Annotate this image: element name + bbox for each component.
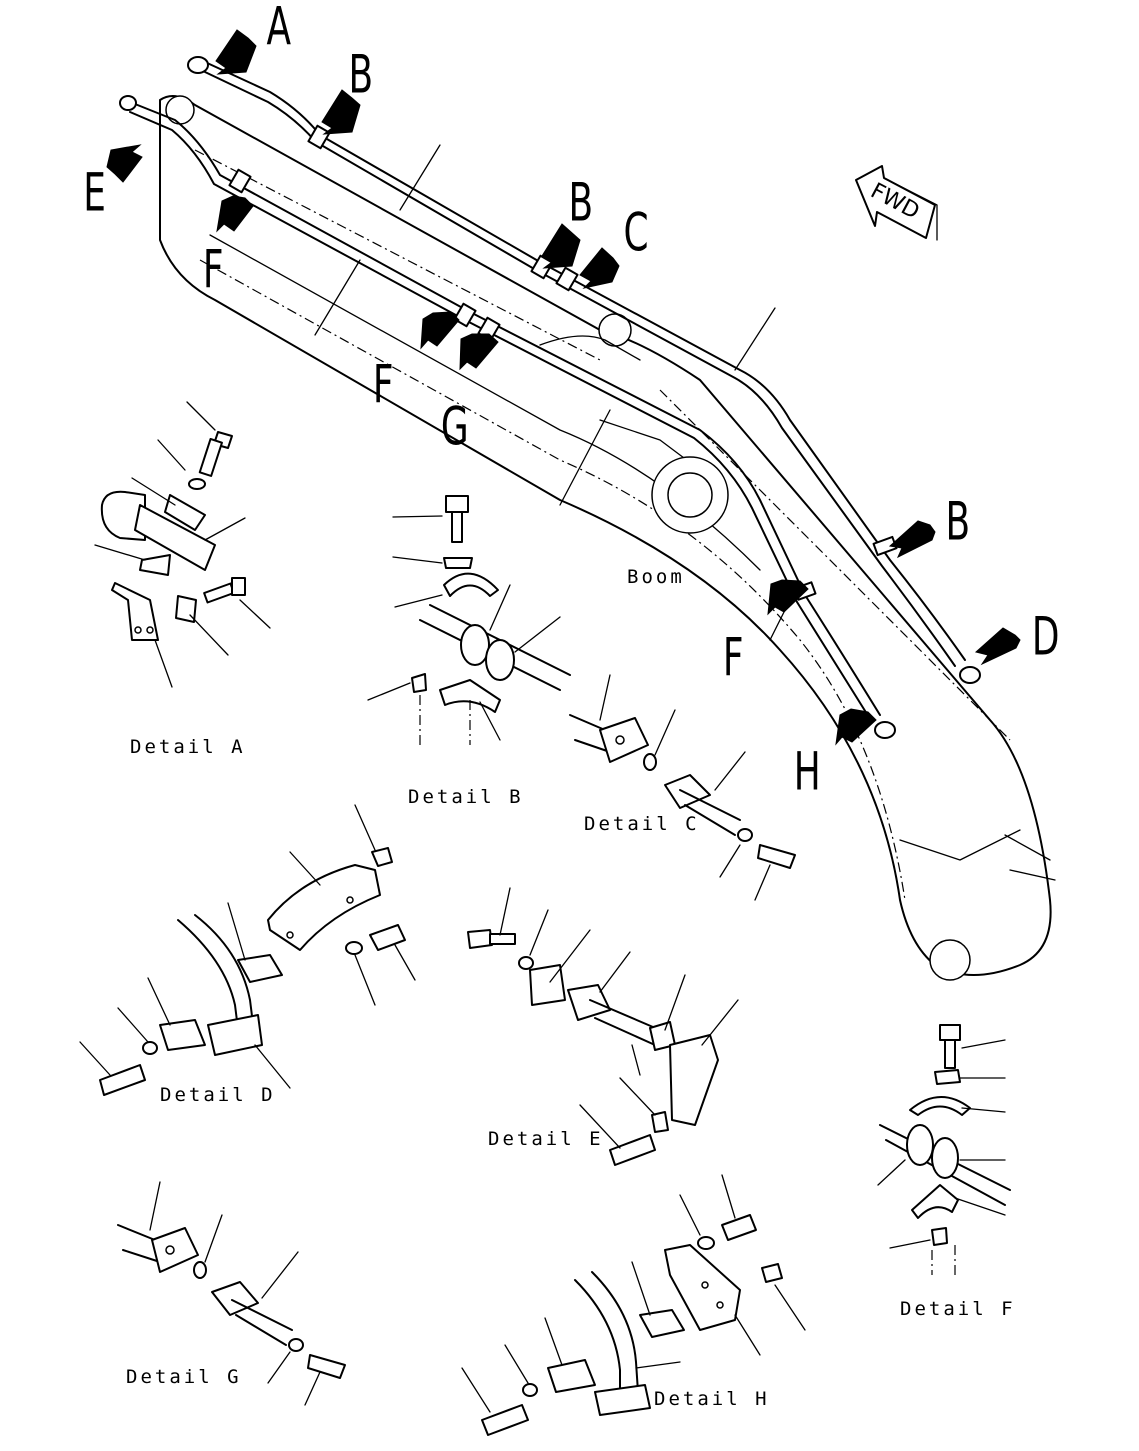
arrow-b2 xyxy=(541,223,581,269)
callout-letters: A B E F B C F G B D F H xyxy=(83,0,1059,802)
arrow-e xyxy=(106,144,143,183)
arrow-g xyxy=(459,333,499,371)
callout-d: D xyxy=(1032,605,1060,667)
arrow-c xyxy=(579,247,620,289)
callout-e: E xyxy=(83,161,106,223)
detail-b-label: Detail B xyxy=(408,786,524,808)
arrow-b1 xyxy=(321,89,361,135)
detail-c-label: Detail C xyxy=(584,813,700,835)
callout-f-2: F xyxy=(373,353,394,415)
arrow-h xyxy=(835,708,877,746)
detail-c-drawing xyxy=(569,674,796,901)
callout-c: C xyxy=(624,201,649,263)
arrow-d xyxy=(974,627,1021,666)
detail-d-drawing xyxy=(79,804,416,1096)
detail-h-label: Detail H xyxy=(654,1388,770,1410)
boom-outline xyxy=(159,95,1056,981)
main-view-clamps xyxy=(119,56,981,739)
hydraulic-line-upper xyxy=(204,61,966,667)
hydraulic-line-lower xyxy=(129,101,881,723)
callout-arrows xyxy=(106,29,1021,746)
arrow-a xyxy=(215,29,257,75)
detail-h-drawing xyxy=(461,1174,806,1436)
callout-b-2: B xyxy=(568,171,593,233)
detail-e-label: Detail E xyxy=(488,1128,604,1150)
callout-f-1: F xyxy=(203,238,224,300)
detail-a-label: Detail A xyxy=(130,736,246,758)
detail-b-drawing xyxy=(367,495,571,745)
arrow-f3 xyxy=(767,579,809,616)
callout-b-1: B xyxy=(348,43,373,105)
leader-lines xyxy=(314,144,791,641)
arrow-f2 xyxy=(420,311,460,350)
detail-e-drawing xyxy=(467,887,739,1166)
callout-a: A xyxy=(266,0,291,57)
boom-label: Boom xyxy=(627,566,685,588)
detail-d-label: Detail D xyxy=(160,1084,276,1106)
callout-f-3: F xyxy=(723,626,744,688)
arrow-b3 xyxy=(888,520,936,559)
fwd-arrow-icon: FWD xyxy=(855,165,938,241)
detail-g-label: Detail G xyxy=(126,1366,242,1388)
arrow-f1 xyxy=(216,195,254,233)
callout-g: G xyxy=(441,395,469,457)
detail-f-label: Detail F xyxy=(900,1298,1016,1320)
callout-b-3: B xyxy=(945,490,970,552)
detail-a-drawing xyxy=(94,401,271,688)
detail-f-drawing xyxy=(877,1024,1011,1275)
callout-h: H xyxy=(794,740,821,802)
detail-g-drawing xyxy=(117,1181,346,1406)
